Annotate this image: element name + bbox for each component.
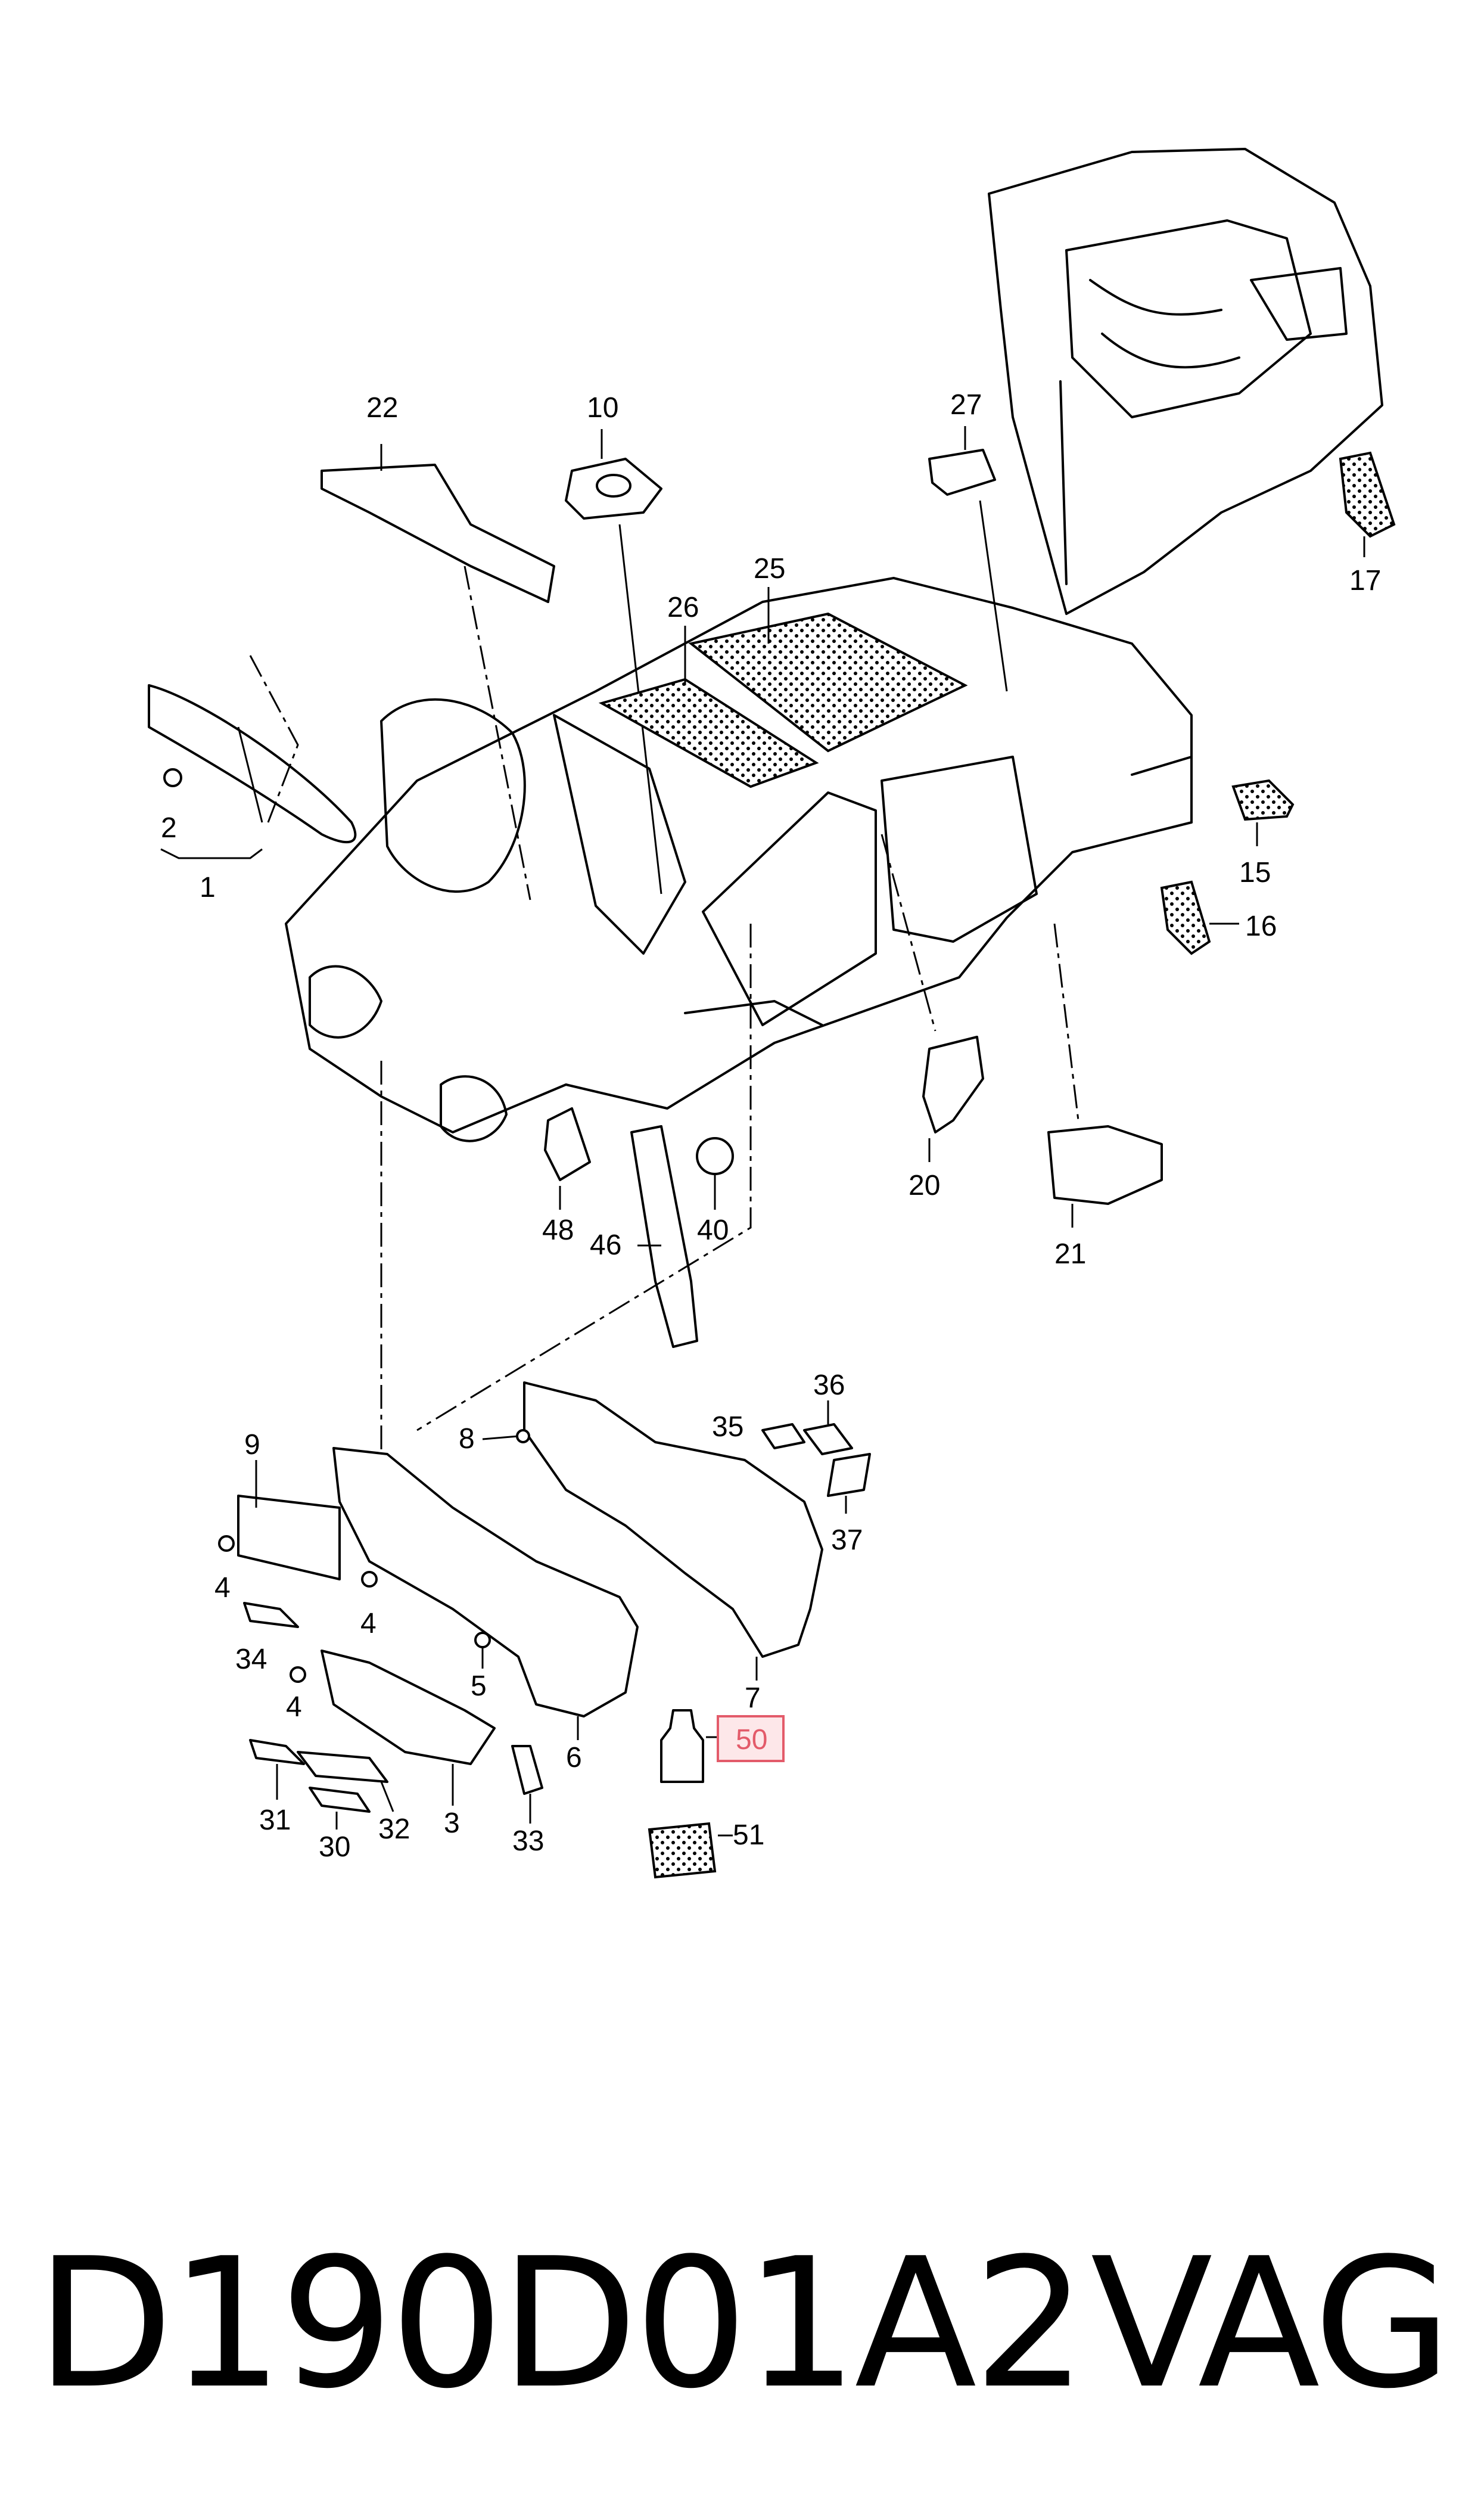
part-15-patch <box>1231 779 1295 846</box>
callout-36: 36 <box>813 1369 845 1401</box>
callout-4b: 4 <box>360 1608 377 1639</box>
part-27-bracket <box>928 426 1008 692</box>
part-34-strip <box>243 1602 299 1628</box>
part-31-strip <box>249 1739 305 1800</box>
callout-30: 30 <box>319 1831 350 1863</box>
callout-34: 34 <box>235 1644 267 1675</box>
part-16-patch <box>1160 880 1239 955</box>
callout-26: 26 <box>667 592 699 623</box>
callout-33: 33 <box>512 1825 544 1857</box>
callout-40: 40 <box>697 1215 729 1246</box>
callout-2: 2 <box>161 812 177 844</box>
callout-25: 25 <box>754 553 785 585</box>
callout-48: 48 <box>542 1215 574 1246</box>
callout-51: 51 <box>733 1819 764 1851</box>
callout-5: 5 <box>471 1670 487 1702</box>
part-36-clip <box>803 1400 853 1455</box>
part-22-insulation <box>321 444 555 900</box>
part-7-bulkhead <box>523 1381 823 1681</box>
part-48-block <box>544 1107 591 1210</box>
part-40-plug <box>696 1137 734 1210</box>
part-26-roof-mat <box>598 626 819 788</box>
callout-32: 32 <box>378 1813 410 1845</box>
rear-body-section <box>988 148 1383 615</box>
callout-50-highlight <box>717 1715 785 1762</box>
part-25-roof-mat <box>688 587 968 753</box>
part-5-screw <box>474 1632 491 1669</box>
callout-6: 6 <box>566 1742 582 1773</box>
callout-9: 9 <box>244 1429 260 1461</box>
part-20-arch-panel <box>881 834 984 1162</box>
part-51-pad <box>648 1822 733 1879</box>
callout-31: 31 <box>259 1804 291 1836</box>
callout-3: 3 <box>444 1807 460 1839</box>
callout-1: 1 <box>200 872 216 903</box>
part-3-reinforcement <box>321 1650 496 1806</box>
part-32-strip <box>297 1751 394 1812</box>
main-body-shell <box>285 577 1193 1142</box>
assembly-dash-line-2 <box>416 924 752 1431</box>
part-6-crossmember <box>332 1447 639 1740</box>
part-33-strip <box>511 1745 543 1824</box>
callout-7: 7 <box>745 1682 761 1714</box>
callout-46: 46 <box>590 1229 621 1261</box>
footer: D190D01A2 VAG <box>0 2169 1484 2479</box>
part-1-seal <box>148 655 357 859</box>
callout-50: 50 <box>736 1724 767 1756</box>
part-46-pillar <box>630 1125 698 1348</box>
part-8-screw <box>482 1429 530 1443</box>
exploded-body-diagram: 22 10 27 25 26 17 2 1 15 16 20 21 48 46 … <box>148 148 1396 1879</box>
callout-37: 37 <box>831 1524 863 1556</box>
callout-8: 8 <box>459 1423 475 1455</box>
callout-15: 15 <box>1239 857 1271 889</box>
part-4-nuts <box>218 1535 378 1683</box>
part-35-clip <box>761 1423 805 1449</box>
brand-label: VAG <box>1090 2220 1452 2428</box>
part-21-arch-panel <box>1047 923 1163 1228</box>
part-10-bracket <box>565 429 662 894</box>
callout-27: 27 <box>950 389 982 421</box>
part-code: D190D01A2 <box>36 2220 1087 2428</box>
callout-35: 35 <box>712 1411 743 1443</box>
callout-4c: 4 <box>286 1691 302 1723</box>
callout-4a: 4 <box>214 1572 231 1604</box>
callout-21: 21 <box>1054 1238 1086 1270</box>
part-17-patch <box>1339 451 1396 557</box>
callout-17: 17 <box>1349 565 1381 597</box>
part-37-pad <box>827 1453 871 1514</box>
part-9-panel <box>237 1460 341 1580</box>
callout-20: 20 <box>909 1170 940 1201</box>
callout-22: 22 <box>366 392 398 424</box>
part-30-strip <box>309 1787 371 1830</box>
callout-16: 16 <box>1245 911 1277 942</box>
callout-10: 10 <box>587 392 618 424</box>
